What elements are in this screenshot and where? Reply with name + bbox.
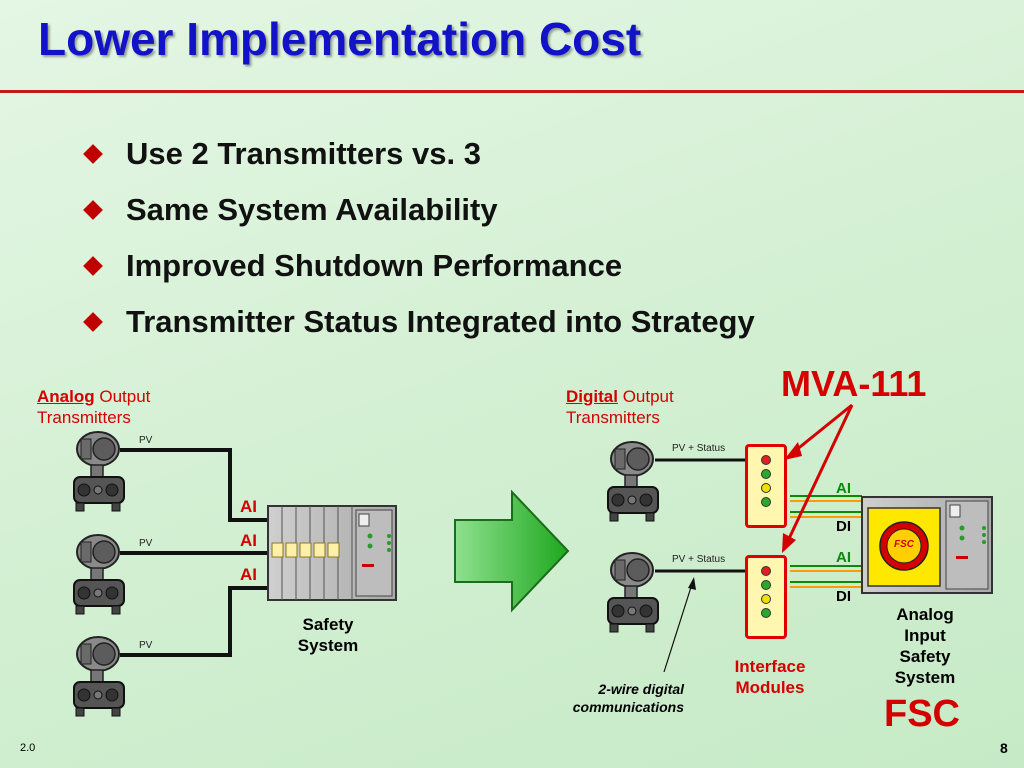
title-divider	[0, 90, 1024, 93]
channel-label-di: DI	[836, 588, 851, 605]
led-red-icon	[761, 566, 771, 576]
digital-wiring	[655, 458, 745, 573]
pv-label: PV	[139, 538, 153, 549]
channel-label-ai: AI	[836, 480, 851, 497]
comm-note: 2-wire digital communications	[572, 681, 684, 715]
analog-group-title: Analog Output Transmitters	[37, 387, 151, 427]
interface-module	[745, 444, 787, 528]
pv-label: PV	[139, 640, 153, 651]
transmitter-icon	[73, 636, 125, 717]
led-red-icon	[761, 455, 771, 465]
analog-wiring	[120, 448, 268, 657]
fsc-caption: Analog Input Safety System	[894, 605, 956, 687]
comm-pointer-arrow	[663, 577, 696, 673]
slide-title: Lower Implementation Cost	[38, 13, 642, 65]
fsc-rack-icon	[861, 496, 993, 594]
mva-pointer-arrows	[782, 403, 854, 553]
interface-modules-caption: Interface Modules	[734, 657, 806, 697]
digital-group-title: Digital Output Transmitters	[566, 387, 674, 427]
transition-arrow-icon	[454, 489, 570, 613]
bullet-item: Transmitter Status Integrated into Strat…	[80, 294, 755, 350]
fsc-badge-label: FSC	[894, 539, 914, 550]
transmitter-icon	[73, 431, 125, 512]
page-number: 8	[1000, 740, 1008, 756]
transmitter-icon	[607, 441, 659, 522]
bullet-item: Improved Shutdown Performance	[80, 238, 755, 294]
ai-label: AI	[240, 497, 257, 516]
ai-label: AI	[240, 531, 257, 550]
safety-system-rack-icon	[267, 505, 397, 601]
version-label: 2.0	[20, 742, 36, 754]
ai-label: AI	[240, 565, 257, 584]
signal-label: PV + Status	[672, 554, 726, 565]
transmitter-icon	[73, 534, 125, 615]
led-green-icon	[761, 497, 771, 507]
signal-label: PV + Status	[672, 443, 726, 454]
led-green-icon	[761, 469, 771, 479]
led-yellow-icon	[761, 594, 771, 604]
fsc-label: FSC	[884, 693, 960, 735]
led-green-icon	[761, 608, 771, 618]
led-yellow-icon	[761, 483, 771, 493]
mva-label: MVA-111	[781, 363, 927, 404]
bullet-item: Use 2 Transmitters vs. 3	[80, 126, 755, 182]
bullet-item: Same System Availability	[80, 182, 755, 238]
bullet-list: Use 2 Transmitters vs. 3 Same System Ava…	[80, 126, 755, 350]
interface-module	[745, 555, 787, 639]
transmitter-icon	[607, 552, 659, 633]
channel-label-di: DI	[836, 518, 851, 535]
safety-system-caption: Safety System	[297, 615, 359, 655]
channel-label-ai: AI	[836, 549, 851, 566]
pv-label: PV	[139, 435, 153, 446]
led-green-icon	[761, 580, 771, 590]
module-to-fsc-wires	[790, 495, 862, 588]
